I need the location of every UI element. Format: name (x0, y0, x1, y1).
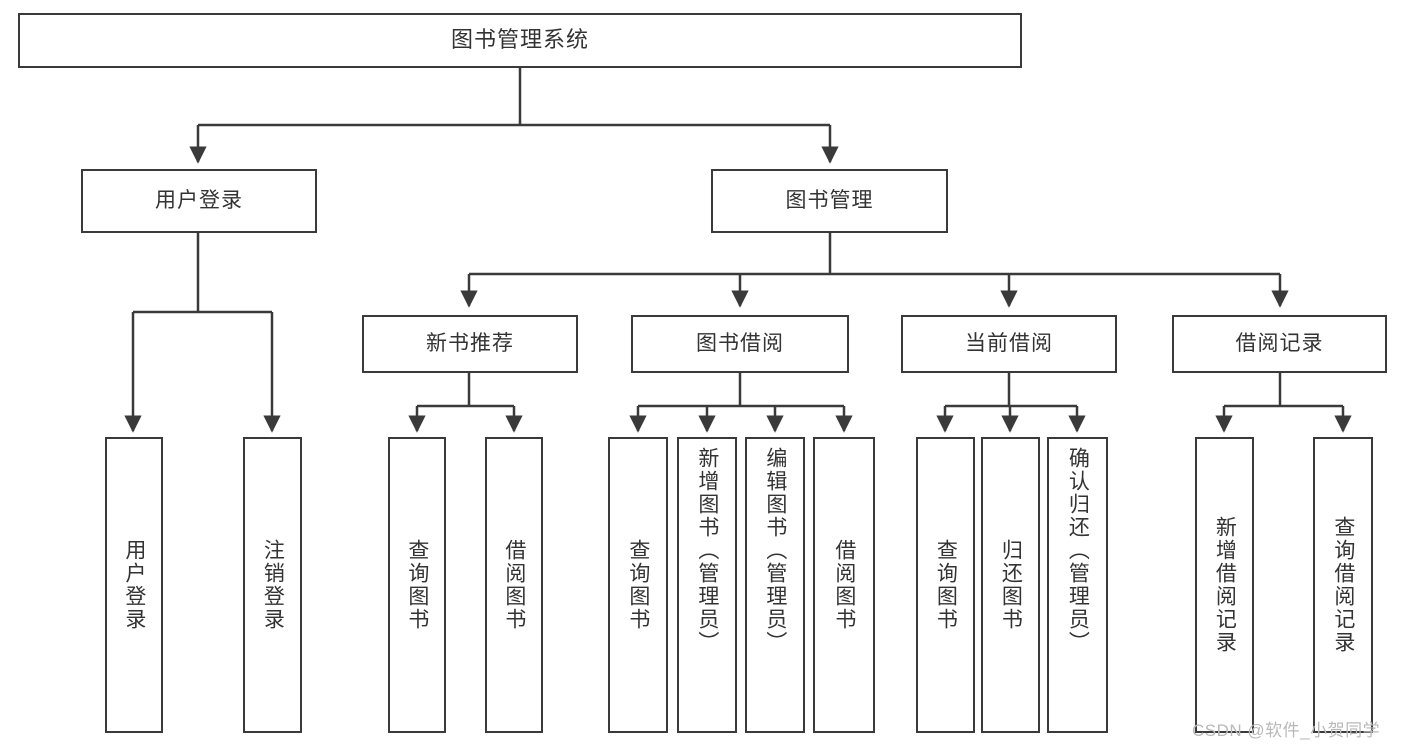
node-leaf-query-book-recommend-label: 查询图书 (405, 539, 429, 631)
node-new-book-recommend-label: 新书推荐 (426, 332, 514, 356)
node-current-borrow[interactable]: 当前借阅 (901, 315, 1117, 373)
node-leaf-add-book-admin[interactable]: 新增图书（管理员） (677, 437, 737, 733)
node-borrow-record-label: 借阅记录 (1235, 332, 1324, 356)
node-leaf-query-borrow-record-label: 查询借阅记录 (1331, 516, 1355, 654)
node-leaf-borrow-book-label: 借阅图书 (832, 539, 856, 631)
node-leaf-confirm-return-admin[interactable]: 确认归还（管理员） (1047, 437, 1108, 733)
node-book-borrow-label: 图书借阅 (696, 332, 784, 356)
node-leaf-return-book-label: 归还图书 (999, 539, 1023, 631)
node-book-management[interactable]: 图书管理 (711, 169, 948, 233)
node-leaf-query-book-borrow-label: 查询图书 (626, 539, 650, 631)
node-leaf-borrow-book-recommend-label: 借阅图书 (502, 539, 526, 631)
node-current-borrow-label: 当前借阅 (965, 332, 1053, 356)
node-leaf-logout-label: 注销登录 (261, 539, 285, 631)
node-user-login-label: 用户登录 (155, 189, 243, 213)
node-leaf-query-book-recommend[interactable]: 查询图书 (388, 437, 446, 733)
node-book-management-label: 图书管理 (785, 189, 874, 213)
node-leaf-add-borrow-record-label: 新增借阅记录 (1213, 516, 1237, 654)
node-user-login[interactable]: 用户登录 (81, 169, 317, 233)
node-leaf-query-book-current-label: 查询图书 (934, 539, 958, 631)
node-leaf-query-borrow-record[interactable]: 查询借阅记录 (1313, 437, 1373, 733)
node-leaf-edit-book-admin-label: 编辑图书（管理员） (763, 447, 787, 654)
node-leaf-borrow-book-recommend[interactable]: 借阅图书 (485, 437, 543, 733)
node-root-system[interactable]: 图书管理系统 (18, 13, 1022, 68)
node-borrow-record[interactable]: 借阅记录 (1172, 315, 1387, 373)
node-new-book-recommend[interactable]: 新书推荐 (362, 315, 578, 373)
node-leaf-query-book-current[interactable]: 查询图书 (916, 437, 975, 733)
node-leaf-add-book-admin-label: 新增图书（管理员） (695, 447, 719, 654)
node-leaf-confirm-return-admin-label: 确认归还（管理员） (1066, 447, 1090, 654)
node-leaf-logout[interactable]: 注销登录 (243, 437, 302, 733)
node-leaf-borrow-book[interactable]: 借阅图书 (813, 437, 875, 733)
node-leaf-user-login-label: 用户登录 (122, 539, 146, 631)
node-leaf-return-book[interactable]: 归还图书 (981, 437, 1040, 733)
node-leaf-add-borrow-record[interactable]: 新增借阅记录 (1195, 437, 1254, 733)
node-leaf-edit-book-admin[interactable]: 编辑图书（管理员） (745, 437, 805, 733)
node-root-label: 图书管理系统 (450, 27, 589, 53)
node-leaf-user-login[interactable]: 用户登录 (105, 437, 163, 733)
node-book-borrow[interactable]: 图书借阅 (631, 315, 849, 373)
node-leaf-query-book-borrow[interactable]: 查询图书 (608, 437, 668, 733)
